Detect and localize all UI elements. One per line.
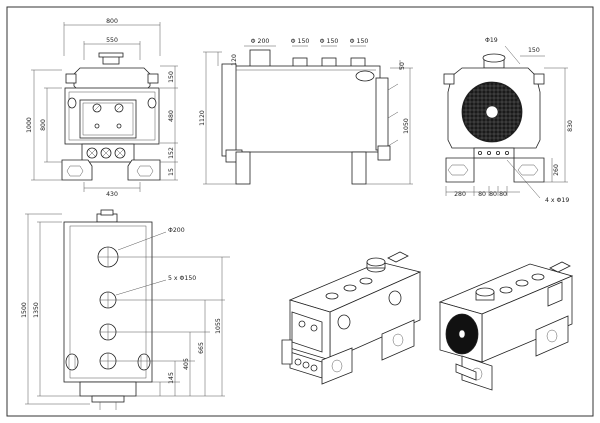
front-dim-right-mid: 480 <box>168 110 175 122</box>
rear-dim-right-height: 830 <box>567 120 574 132</box>
top-dim-405: 405 <box>183 358 190 370</box>
rear-dim-right-low: 260 <box>553 164 560 176</box>
front-dim-overall-height: 1000 <box>26 117 33 133</box>
front-dim-right-bottom: 15 <box>168 168 175 176</box>
front-dim-body-height: 800 <box>40 119 47 131</box>
front-dim-right-top: 150 <box>168 71 175 83</box>
top-view: Φ200 5 x Φ150 1500 1350 1055 665 405 145 <box>21 209 230 410</box>
front-dim-top-width: 550 <box>106 37 118 44</box>
side-dim-pipe-2: Φ 150 <box>320 38 339 45</box>
top-dim-1350: 1350 <box>33 302 40 318</box>
front-dim-overall-width: 800 <box>106 18 118 25</box>
rear-dim-base-3: 80 <box>499 191 507 198</box>
rear-dim-base-2: 80 <box>489 191 497 198</box>
front-view: 800 550 430 1000 800 150 480 152 15 <box>26 18 178 198</box>
side-dim-pipe-3: Φ 150 <box>350 38 369 45</box>
side-dim-left-height: 1120 <box>199 110 206 126</box>
top-dim-small-holes: 5 x Φ150 <box>168 275 196 282</box>
rear-dim-holes: 4 x Φ19 <box>545 197 569 204</box>
top-dim-1055: 1055 <box>215 318 222 334</box>
top-dim-overall: 1500 <box>21 302 28 318</box>
side-dim-left-top: 120 <box>231 54 238 66</box>
front-dim-right-low: 152 <box>168 147 175 159</box>
sheet-border <box>6 6 594 417</box>
rear-dim-base-left: 280 <box>454 191 466 198</box>
side-dim-pipe-1: Φ 150 <box>291 38 310 45</box>
rear-view: Φ19 150 830 260 280 80 80 80 4 x Φ19 <box>443 37 574 204</box>
top-dim-big-hole: Φ200 <box>168 227 185 234</box>
top-dim-145: 145 <box>168 372 175 384</box>
top-dim-665: 665 <box>198 342 205 354</box>
isometric-rear-view <box>438 261 574 391</box>
rear-dim-hole-top: Φ19 <box>485 37 498 44</box>
front-dim-base-width: 430 <box>106 191 118 198</box>
side-view: Φ 200 Φ 150 Φ 150 Φ 150 1120 120 1050 50 <box>199 38 413 185</box>
isometric-front-view <box>281 251 422 385</box>
rear-dim-top-right: 150 <box>528 47 540 54</box>
side-dim-right-top: 50 <box>399 62 406 70</box>
side-dim-right-height: 1050 <box>403 118 410 134</box>
side-dim-pipe-large: Φ 200 <box>251 38 270 45</box>
rear-dim-base-1: 80 <box>478 191 486 198</box>
